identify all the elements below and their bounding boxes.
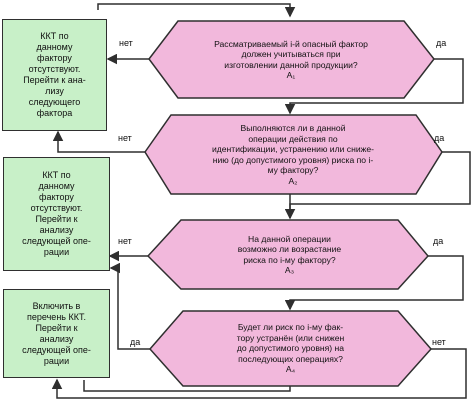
label-a4-no: нет xyxy=(432,337,446,347)
label-a1-no: нет xyxy=(119,38,133,48)
label-a1-yes: да xyxy=(436,38,447,48)
label-a3-yes: да xyxy=(433,236,444,246)
label-a2-yes: да xyxy=(434,133,445,143)
action-box-next-factor: ККТ по данному фактору отсутствуют. Пере… xyxy=(2,19,107,131)
label-a4-yes: да xyxy=(130,337,141,347)
connector-a2-no xyxy=(52,130,145,153)
connector-a1-yes xyxy=(284,58,464,115)
decision-a2-text: Выполняются ли в данной операции действи… xyxy=(211,123,375,186)
entry-arrow xyxy=(97,3,296,18)
connector-a4-return xyxy=(83,380,291,392)
decision-a1-text: Рассматриваемый i-й опасный фактор долже… xyxy=(214,38,368,81)
decision-a4-text: Будет ли риск по i-му фак- тору устранён… xyxy=(236,322,345,375)
decision-a3-text: На данной операции возможно ли возрастан… xyxy=(237,233,342,276)
connector-a4-no xyxy=(51,348,467,399)
label-a2-no: нет xyxy=(118,133,132,143)
connector-a3-yes xyxy=(284,255,464,311)
connector-a4-yes xyxy=(109,262,150,350)
action-box-include-kkt: Включить в перечень ККТ. Перейти к анали… xyxy=(3,289,110,378)
label-a3-no: нет xyxy=(118,236,132,246)
action-box-next-operation: ККТ по данному фактору отсутствуют. Пере… xyxy=(3,157,110,271)
